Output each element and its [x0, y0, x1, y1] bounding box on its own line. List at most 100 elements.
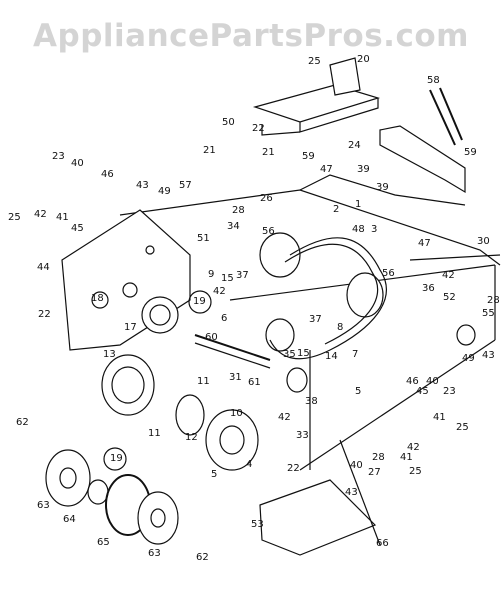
callout-62: 62: [16, 417, 29, 428]
callout-11: 11: [197, 376, 210, 387]
callout-15: 15: [297, 348, 310, 359]
callout-25: 25: [8, 212, 21, 223]
callout-22: 22: [252, 123, 265, 134]
callout-63: 63: [37, 500, 50, 511]
callout-24: 24: [348, 140, 361, 151]
callout-43: 43: [136, 180, 149, 191]
callout-37: 37: [309, 314, 322, 325]
callout-53: 53: [251, 519, 264, 530]
callout-63: 63: [148, 548, 161, 559]
callout-58: 58: [427, 75, 440, 86]
callout-7: 7: [352, 349, 358, 360]
callout-27: 27: [368, 467, 381, 478]
callout-22: 22: [287, 463, 300, 474]
drive-gears: [101, 232, 476, 471]
callout-37: 37: [236, 270, 249, 281]
callout-5: 5: [211, 469, 217, 480]
callout-62: 62: [196, 552, 209, 563]
callout-47: 47: [320, 164, 333, 175]
callout-28: 28: [487, 295, 500, 306]
callout-52: 52: [443, 292, 456, 303]
callout-43: 43: [345, 487, 358, 498]
callout-39: 39: [376, 182, 389, 193]
callout-25: 25: [308, 56, 321, 67]
callout-10: 10: [230, 408, 243, 419]
callout-4: 4: [246, 459, 252, 470]
callout-56: 56: [262, 226, 275, 237]
callout-22: 22: [38, 309, 51, 320]
callout-42: 42: [213, 286, 226, 297]
callout-13: 13: [103, 349, 116, 360]
base-plate: [259, 439, 381, 556]
callout-35: 35: [283, 349, 296, 360]
callout-20: 20: [357, 54, 370, 65]
callout-15: 15: [221, 273, 234, 284]
callout-41: 41: [56, 212, 69, 223]
callout-41: 41: [433, 412, 446, 423]
callout-28: 28: [372, 452, 385, 463]
callout-21: 21: [262, 147, 275, 158]
callout-43: 43: [482, 350, 495, 361]
callout-25: 25: [456, 422, 469, 433]
callout-55: 55: [482, 308, 495, 319]
callout-18: 18: [91, 293, 104, 304]
callout-25: 25: [409, 466, 422, 477]
callout-40: 40: [350, 460, 363, 471]
callout-23: 23: [52, 151, 65, 162]
callout-21: 21: [203, 145, 216, 156]
callout-49: 49: [158, 186, 171, 197]
callout-59: 59: [464, 147, 477, 158]
callout-9: 9: [208, 269, 214, 280]
upper-bracket: [252, 57, 381, 136]
callout-46: 46: [101, 169, 114, 180]
wheel-assembly: [45, 290, 212, 545]
callout-59: 59: [302, 151, 315, 162]
callout-6: 6: [221, 313, 227, 324]
callout-40: 40: [71, 158, 84, 169]
callout-23: 23: [443, 386, 456, 397]
callout-12: 12: [185, 432, 198, 443]
callout-34: 34: [227, 221, 240, 232]
callout-1: 1: [355, 199, 361, 210]
callout-45: 45: [71, 223, 84, 234]
callout-11: 11: [148, 428, 161, 439]
callout-60: 60: [205, 332, 218, 343]
callout-51: 51: [197, 233, 210, 244]
drive-belt: [269, 237, 387, 360]
callout-30: 30: [477, 236, 490, 247]
callout-50: 50: [222, 117, 235, 128]
callout-65: 65: [97, 537, 110, 548]
callout-19: 19: [193, 296, 206, 307]
callout-57: 57: [179, 180, 192, 191]
callout-28: 28: [232, 205, 245, 216]
callout-45: 45: [416, 386, 429, 397]
callout-14: 14: [325, 351, 338, 362]
callout-5: 5: [355, 386, 361, 397]
callout-39: 39: [357, 164, 370, 175]
callout-56: 56: [382, 268, 395, 279]
callout-40: 40: [426, 376, 439, 387]
callout-3: 3: [371, 224, 377, 235]
callout-61: 61: [248, 377, 261, 388]
callout-64: 64: [63, 514, 76, 525]
right-bracket: [379, 87, 466, 194]
callout-66: 66: [376, 538, 389, 549]
callout-8: 8: [337, 322, 343, 333]
callout-48: 48: [352, 224, 365, 235]
shafts: [194, 254, 501, 369]
callout-31: 31: [229, 372, 242, 383]
callout-19: 19: [110, 453, 123, 464]
callout-44: 44: [37, 262, 50, 273]
callout-42: 42: [407, 442, 420, 453]
callout-42: 42: [34, 209, 47, 220]
callout-38: 38: [305, 396, 318, 407]
callout-49: 49: [462, 353, 475, 364]
callout-47: 47: [418, 238, 431, 249]
callout-2: 2: [333, 204, 339, 215]
callout-42: 42: [442, 270, 455, 281]
callout-17: 17: [124, 322, 137, 333]
callout-42: 42: [278, 412, 291, 423]
callout-36: 36: [422, 283, 435, 294]
